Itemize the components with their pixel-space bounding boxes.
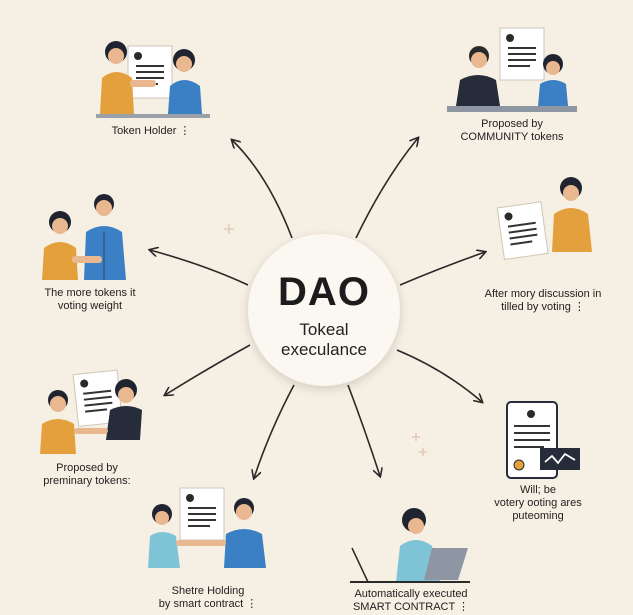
token-holder-illustration (96, 41, 210, 118)
caption-line: puteoming (512, 510, 564, 522)
caption-line: votery ooting ares (494, 497, 582, 509)
caption-line: by smart contract ⋮ (158, 598, 258, 610)
caption-token-holder: Token Holder ⋮ (96, 125, 206, 138)
caption-line: Automatically executed (354, 588, 468, 600)
center-subtitle-line1: Tokeal (299, 320, 349, 339)
arrow-to-share-holding (254, 384, 295, 478)
center-subtitle: Tokeal execulance (248, 320, 400, 360)
caption-line: Proposed by (481, 118, 543, 130)
caption-after-discussion: After mory discussion in tilled by votin… (478, 288, 608, 314)
caption-line: After mory discussion in (484, 288, 602, 300)
caption-line: preminary tokens: (43, 475, 131, 487)
voting-weight-illustration (42, 194, 126, 280)
arrow-to-will-be (396, 349, 482, 402)
arrow-to-after-discussion (399, 252, 485, 286)
caption-line: tilled by voting ⋮ (501, 301, 585, 313)
share-holding-illustration (148, 487, 266, 568)
proposed-preliminary-illustration (40, 369, 142, 454)
arrow-to-token-holder (232, 140, 293, 239)
center-subtitle-line2: execulance (280, 340, 367, 359)
caption-line: Token Holder ⋮ (111, 125, 191, 137)
caption-proposed-preliminary: Proposed by preminary tokens: (32, 462, 142, 488)
dao-center-node: DAO Tokeal execulance (248, 234, 400, 386)
arrow-to-proposed-community (355, 138, 418, 239)
caption-line: Shetre Holding (171, 585, 245, 597)
sparkle-icon (224, 224, 427, 456)
caption-line: Proposed by (56, 462, 118, 474)
caption-voting-weight: The more tokens it voting weight (30, 287, 150, 313)
caption-auto-executed: Automatically executed SMART CONTRACT ⋮ (346, 588, 476, 614)
caption-line: The more tokens it (44, 287, 136, 299)
caption-line: COMMUNITY tokens (460, 131, 564, 143)
caption-will-be: Will; be votery ooting ares puteoming (478, 484, 598, 523)
proposed-community-illustration (447, 27, 577, 112)
caption-share-holding: Shetre Holding by smart contract ⋮ (148, 585, 268, 611)
arrow-to-auto-executed (347, 384, 380, 476)
caption-line: voting weight (57, 300, 123, 312)
after-discussion-illustration (496, 177, 592, 261)
auto-executed-illustration (350, 508, 470, 583)
center-title: DAO (278, 270, 370, 314)
caption-line: SMART CONTRACT ⋮ (352, 601, 470, 613)
arrow-to-voting-weight (150, 250, 249, 286)
caption-line: Will; be (519, 484, 557, 496)
arrow-to-proposed-preliminary (165, 344, 251, 395)
will-be-illustration (506, 401, 580, 479)
caption-proposed-community: Proposed by COMMUNITY tokens (452, 118, 572, 144)
